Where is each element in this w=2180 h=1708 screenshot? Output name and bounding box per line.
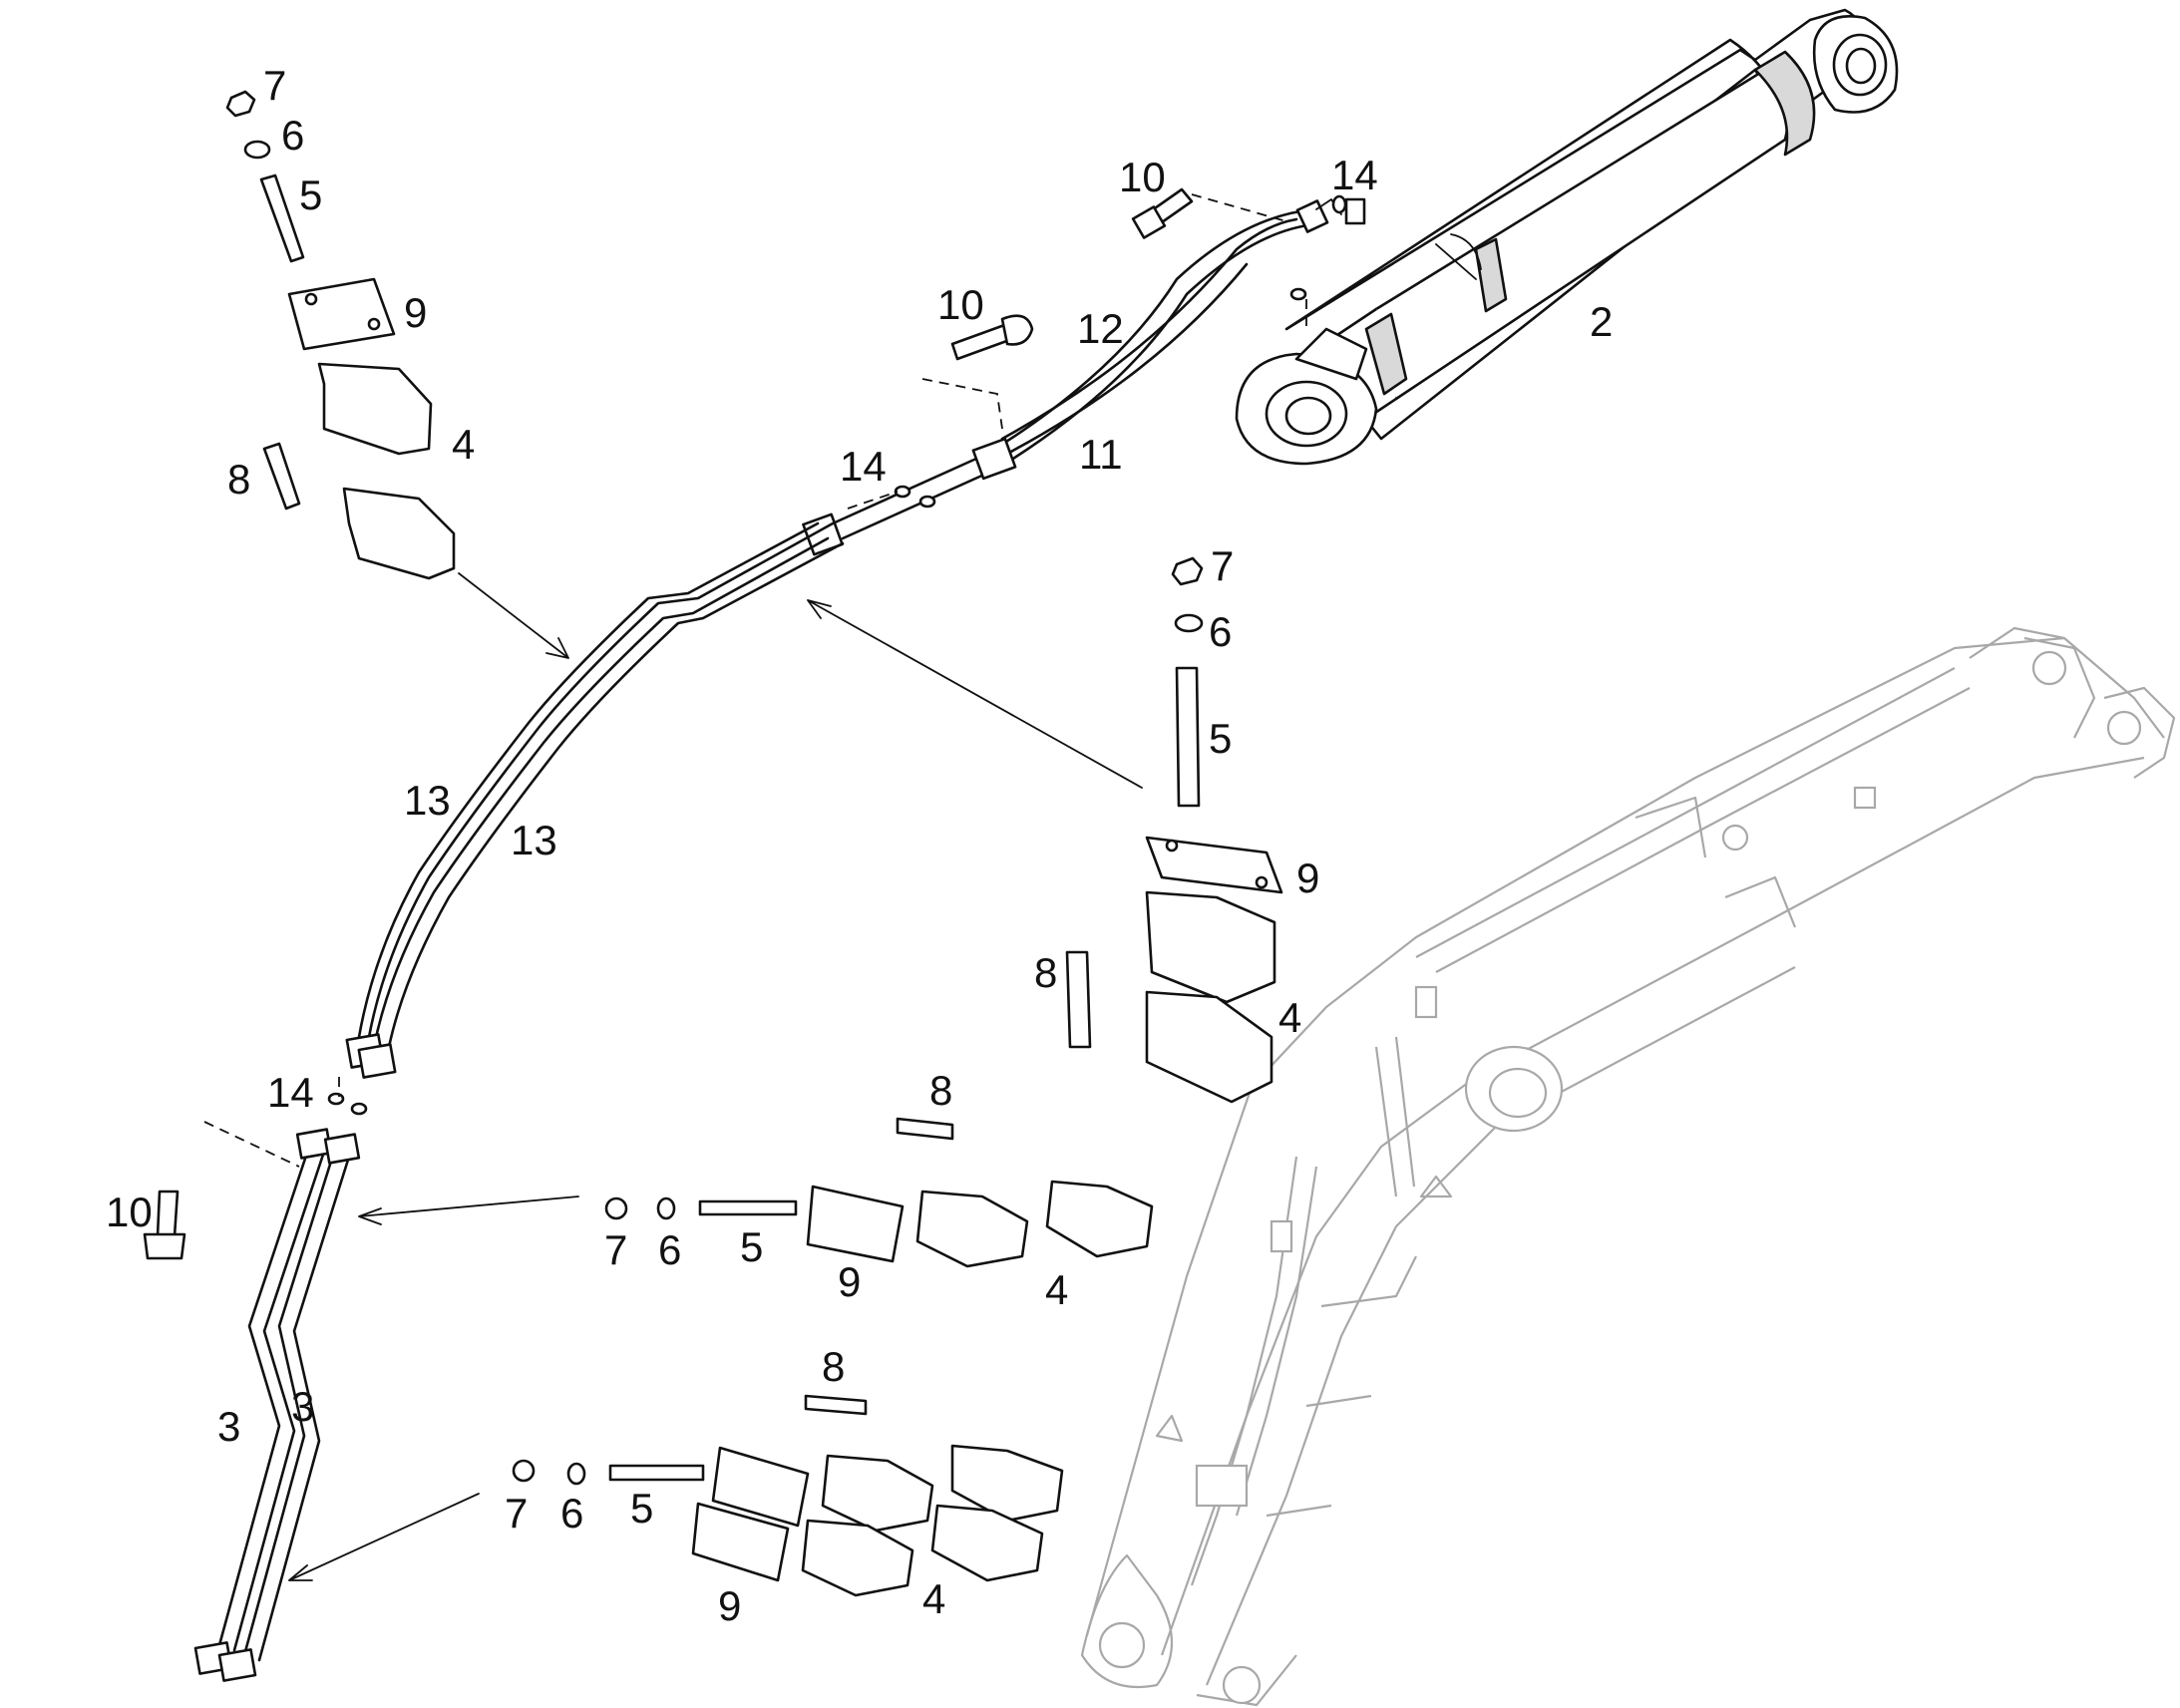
clamp-set-mid-right: [807, 556, 1283, 1104]
callout-9b: 9: [1296, 854, 1319, 901]
callout-2: 2: [1590, 298, 1613, 345]
callout-4b: 4: [1278, 994, 1301, 1041]
callout-5d: 5: [630, 1485, 653, 1532]
pipe-3: [193, 1128, 361, 1682]
callout-6d: 6: [560, 1490, 583, 1537]
bolt-10-low: [143, 1121, 300, 1260]
callout-5c: 5: [740, 1223, 763, 1270]
callout-8b: 8: [1034, 949, 1057, 996]
callout-labels: 7 6 5 9 4 8 10 14 2 10 12 14 11 7 6 5 13…: [106, 62, 1613, 1629]
callout-4a: 4: [452, 421, 475, 468]
callout-9c: 9: [838, 1258, 861, 1305]
callout-4c: 4: [1045, 1266, 1068, 1313]
callout-4d: 4: [922, 1575, 945, 1622]
bolt-10-top: [1131, 187, 1287, 239]
callout-10a: 10: [1119, 154, 1166, 200]
excavator-boom: [1080, 626, 2176, 1707]
callout-10b: 10: [937, 281, 984, 328]
callout-12: 12: [1077, 305, 1124, 352]
callout-7a: 7: [263, 62, 286, 109]
boom-cylinder: [1235, 8, 1899, 466]
callout-14b: 14: [840, 443, 887, 490]
clamp-set-top-left: [225, 90, 569, 659]
callout-5b: 5: [1209, 715, 1232, 762]
o-rings: [327, 194, 1347, 1116]
callout-13a: 13: [404, 777, 451, 824]
callout-7c: 7: [604, 1226, 627, 1273]
callout-13b: 13: [511, 817, 557, 863]
callout-8a: 8: [227, 456, 250, 503]
callout-9a: 9: [404, 289, 427, 336]
clamp-set-horizontal-low: [288, 1394, 1064, 1597]
callout-6b: 6: [1209, 608, 1232, 655]
callout-9d: 9: [718, 1582, 741, 1629]
pipe-13: [345, 521, 845, 1079]
callout-6a: 6: [281, 112, 304, 159]
callout-8d: 8: [822, 1343, 845, 1390]
clamp-set-horizontal-mid: [358, 1117, 1154, 1268]
bolt-10-mid: [921, 314, 1034, 430]
bolts-10: [143, 187, 1287, 1260]
callout-11: 11: [1079, 431, 1123, 478]
callout-6c: 6: [658, 1226, 681, 1273]
callout-3a: 3: [217, 1403, 240, 1450]
callout-10c: 10: [106, 1189, 153, 1235]
callout-7d: 7: [505, 1490, 528, 1537]
callout-14c: 14: [267, 1069, 314, 1116]
callout-14a: 14: [1331, 152, 1378, 198]
callout-8c: 8: [929, 1067, 952, 1114]
callout-7b: 7: [1211, 542, 1234, 589]
callout-5a: 5: [299, 171, 322, 218]
callout-3b: 3: [291, 1383, 314, 1430]
